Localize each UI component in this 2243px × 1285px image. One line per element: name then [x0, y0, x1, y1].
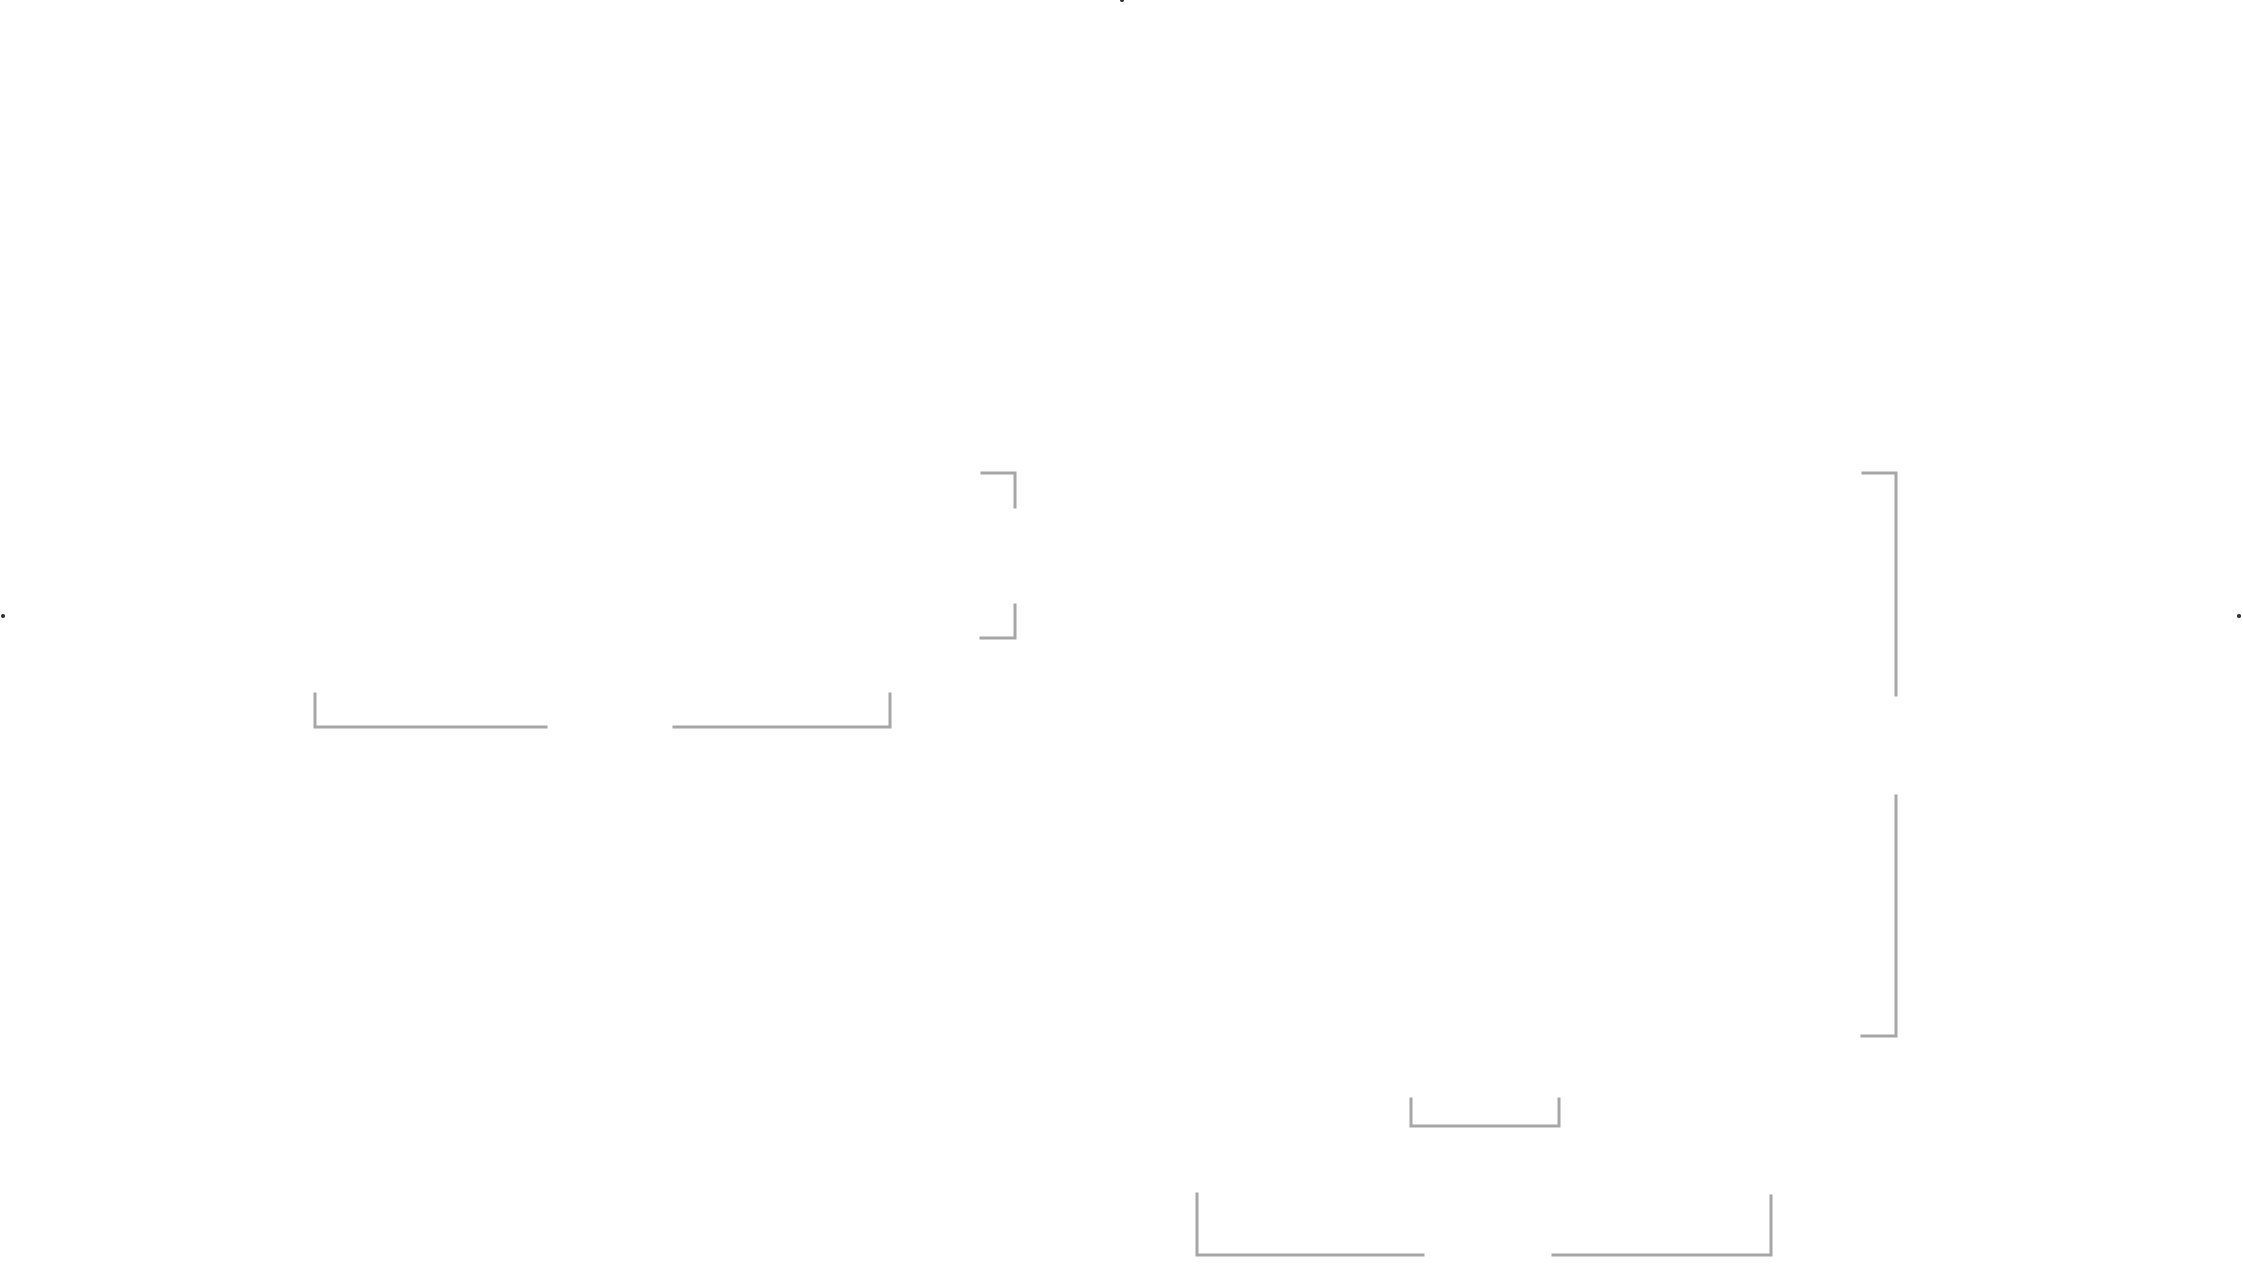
- bracket-bottom-group-b-left: [1195, 1192, 1425, 1257]
- bracket-bottom-small-center: [1409, 1097, 1561, 1128]
- bracket-bottom-group-b-right: [1551, 1194, 1773, 1257]
- marker-dot-top: [1120, 0, 1124, 2]
- bracket-top-right-small-upper: [980, 471, 1017, 509]
- bracket-right-tall-lower: [1860, 794, 1898, 1038]
- marker-dot-left: [1, 614, 5, 618]
- bracket-bottom-right-small-upper: [979, 603, 1017, 640]
- bracket-right-tall-upper: [1861, 471, 1898, 697]
- bracket-bottom-left-group-a-right: [672, 692, 892, 729]
- marker-dot-right: [2237, 614, 2241, 618]
- diagram-shapes: [1, 0, 2241, 1257]
- bracket-bottom-left-group-a-left: [313, 692, 548, 729]
